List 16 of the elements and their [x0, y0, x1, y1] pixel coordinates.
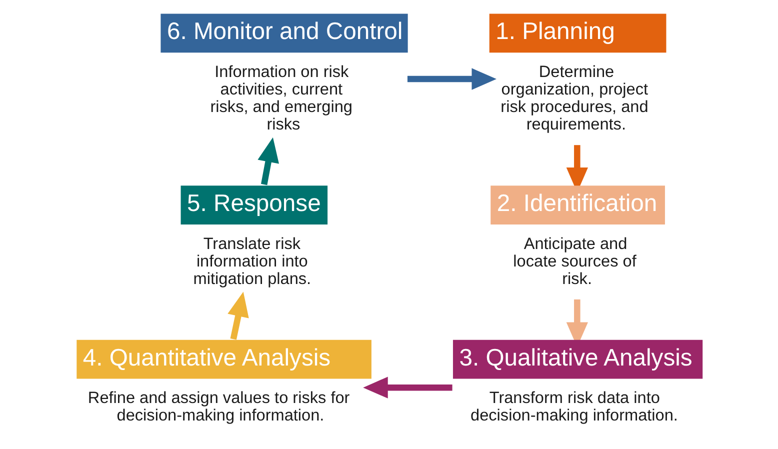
node-label: Translate risk information into mitigation plans. [193, 234, 312, 288]
arrow [258, 137, 279, 186]
node-label: Refine and assign values to risks for decision-making information. [88, 389, 350, 425]
node-box: 5. Response [180, 186, 328, 224]
node-label: Information on risk activities, current risks, and emerging risks [210, 62, 352, 134]
arrow [363, 376, 452, 398]
arrow [228, 292, 249, 340]
node-label: Anticipate and locate sources of risk. [513, 234, 636, 288]
node-box: 2. Identification [490, 186, 665, 224]
node-box: 3. Qualitative Analysis [452, 340, 703, 379]
node-box: 1. Planning [489, 14, 666, 53]
node-box: 6. Monitor and Control [160, 14, 408, 53]
node-box: 4. Quantitative Analysis [76, 340, 372, 379]
node-label: Transform risk data into decision-making information. [470, 389, 678, 425]
arrow [407, 68, 496, 90]
node-label: Determine organization, project risk procedures, and requirements. [500, 62, 648, 134]
